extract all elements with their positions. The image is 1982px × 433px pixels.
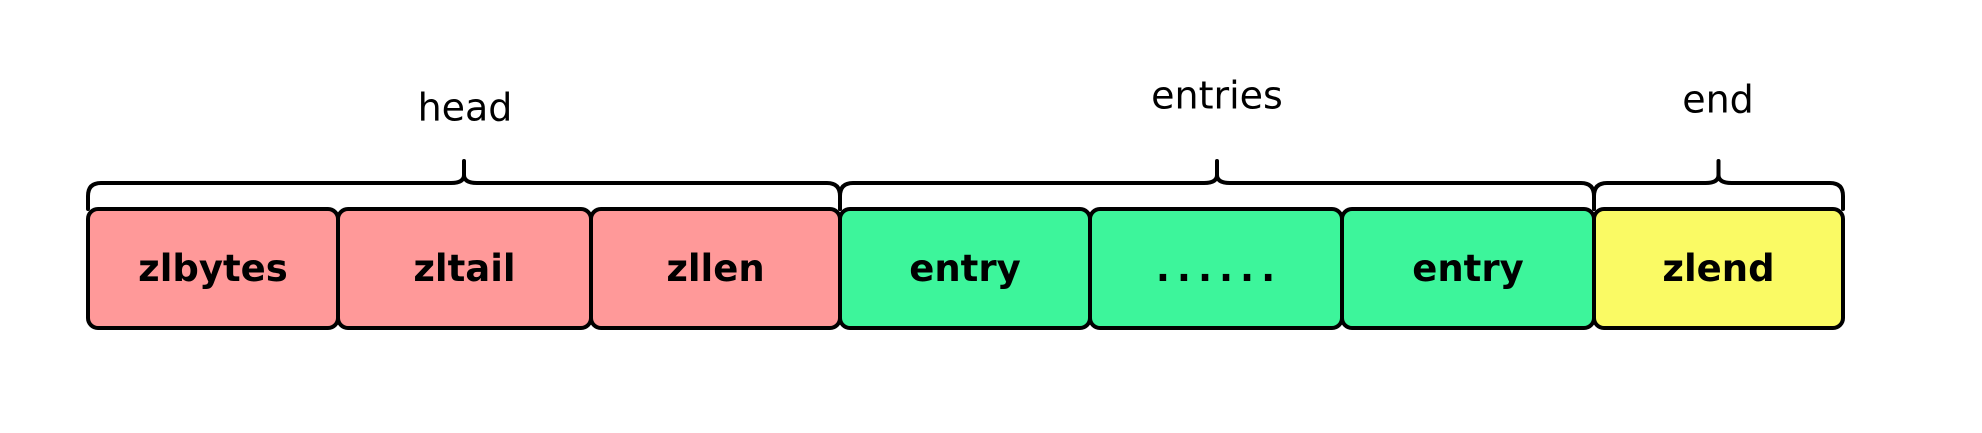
cell-label-0: zlbytes	[138, 247, 288, 290]
cell-label-6: zlend	[1662, 247, 1774, 290]
cell-label-3: entry	[909, 247, 1021, 290]
cell-label-2: zllen	[666, 247, 764, 290]
group-label-entries: entries	[1151, 74, 1283, 118]
brace-end	[1592, 159, 1845, 211]
brace-head	[86, 159, 842, 211]
group-label-end: end	[1682, 78, 1754, 122]
cell-label-1: zltail	[413, 247, 515, 290]
cell-label-5: entry	[1412, 247, 1524, 290]
brace-entries	[838, 159, 1596, 211]
cell-label-4: ......	[1156, 247, 1282, 290]
group-cells-layer	[86, 207, 1845, 330]
group-labels-layer: zlbytes zltail zllen entry...... entry zlend h…	[138, 74, 1774, 291]
group-braces-layer	[86, 159, 1845, 211]
cell-zlend-6	[1592, 207, 1845, 330]
group-label-head: head	[418, 86, 513, 130]
